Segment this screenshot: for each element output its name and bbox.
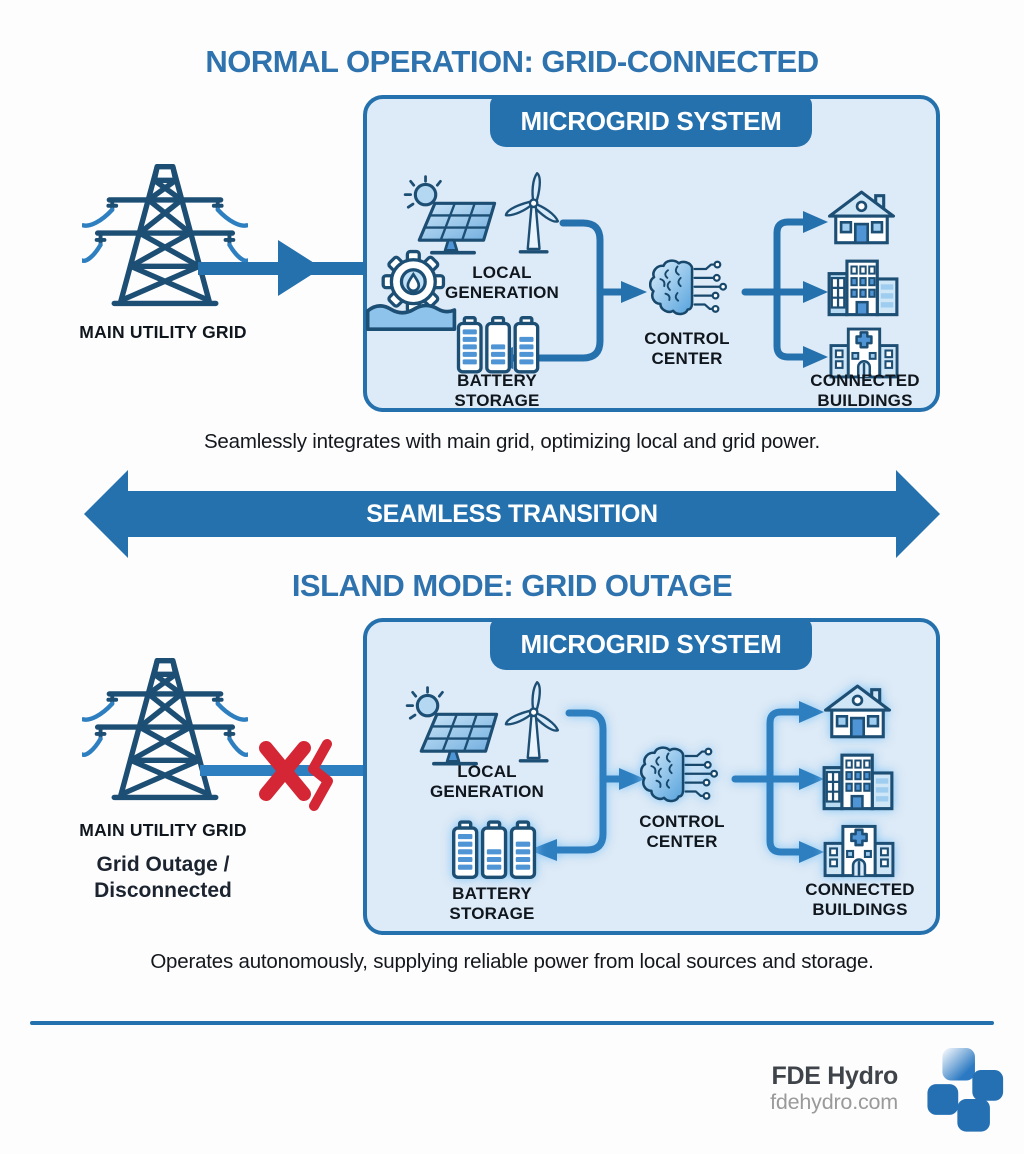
- connected-buildings-label: CONNECTED BUILDINGS: [805, 880, 915, 920]
- microgrid-header-label: MICROGRID SYSTEM: [520, 628, 782, 659]
- local-generation-label: LOCAL GENERATION: [429, 762, 545, 802]
- grid-outage-line1: Grid Outage /: [96, 853, 230, 876]
- office-building-icon: [817, 748, 899, 814]
- hospital-icon: [820, 822, 898, 880]
- main-utility-grid-label: MAIN UTILITY GRID: [79, 322, 247, 342]
- island-caption: Operates autonomously, supplying reliabl…: [150, 950, 874, 973]
- control-center-label: CONTROL CENTER: [644, 329, 730, 369]
- microgrid-connectors: [529, 701, 824, 863]
- ai-brain-circuit-icon: [640, 744, 735, 806]
- double-arrow-shape: [84, 470, 940, 558]
- microgrid-box-island: MICROGRID SYSTEM LOCAL GENERATION BATTER…: [363, 618, 940, 935]
- grid-outage-status: Grid Outage / Disconnected: [63, 852, 263, 903]
- grid-outage-line2: Disconnected: [94, 878, 232, 902]
- battery-bank-icon: [456, 316, 541, 376]
- grid-connection-arrow: [198, 240, 366, 296]
- island-section-title: ISLAND MODE: GRID OUTAGE: [291, 568, 733, 603]
- house-icon: [826, 187, 897, 247]
- battery-bank-icon: [452, 820, 537, 882]
- battery-storage-label: BATTERY STORAGE: [449, 884, 535, 924]
- seamless-transition-arrow: SEAMLESS TRANSITION: [82, 468, 942, 560]
- main-utility-grid-label: MAIN UTILITY GRID: [79, 820, 247, 840]
- battery-storage-label: BATTERY STORAGE: [454, 371, 540, 411]
- break-zigzag-icon: [308, 739, 333, 811]
- normal-caption: Seamlessly integrates with main grid, op…: [203, 430, 821, 453]
- footer-divider: [30, 1021, 994, 1025]
- normal-section-title: NORMAL OPERATION: GRID-CONNECTED: [205, 44, 819, 79]
- local-generation-label: LOCAL GENERATION: [444, 263, 560, 303]
- ai-brain-circuit-icon: [649, 257, 744, 319]
- microgrid-header: MICROGRID SYSTEM: [490, 95, 812, 147]
- brand-name: FDE Hydro: [771, 1062, 899, 1090]
- connected-buildings-label: CONNECTED BUILDINGS: [810, 371, 920, 411]
- wind-turbine-icon: [499, 165, 569, 265]
- control-center-label: CONTROL CENTER: [639, 812, 725, 852]
- pinwheel-logo-icon: [916, 1048, 1004, 1136]
- brand-website: fdehydro.com: [770, 1090, 898, 1114]
- footer-text: FDE Hydro fdehydro.com: [600, 1062, 898, 1114]
- microgrid-header: MICROGRID SYSTEM: [490, 618, 812, 670]
- house-icon: [822, 680, 893, 742]
- seamless-transition-label: SEAMLESS TRANSITION: [366, 499, 658, 528]
- wind-turbine-icon: [499, 674, 569, 774]
- disconnected-line: [200, 739, 364, 811]
- microgrid-header-label: MICROGRID SYSTEM: [520, 105, 782, 136]
- office-building-icon: [822, 255, 904, 319]
- red-x-icon: [259, 741, 311, 801]
- microgrid-box-normal: MICROGRID SYSTEM LOCAL GENERATION: [363, 95, 940, 412]
